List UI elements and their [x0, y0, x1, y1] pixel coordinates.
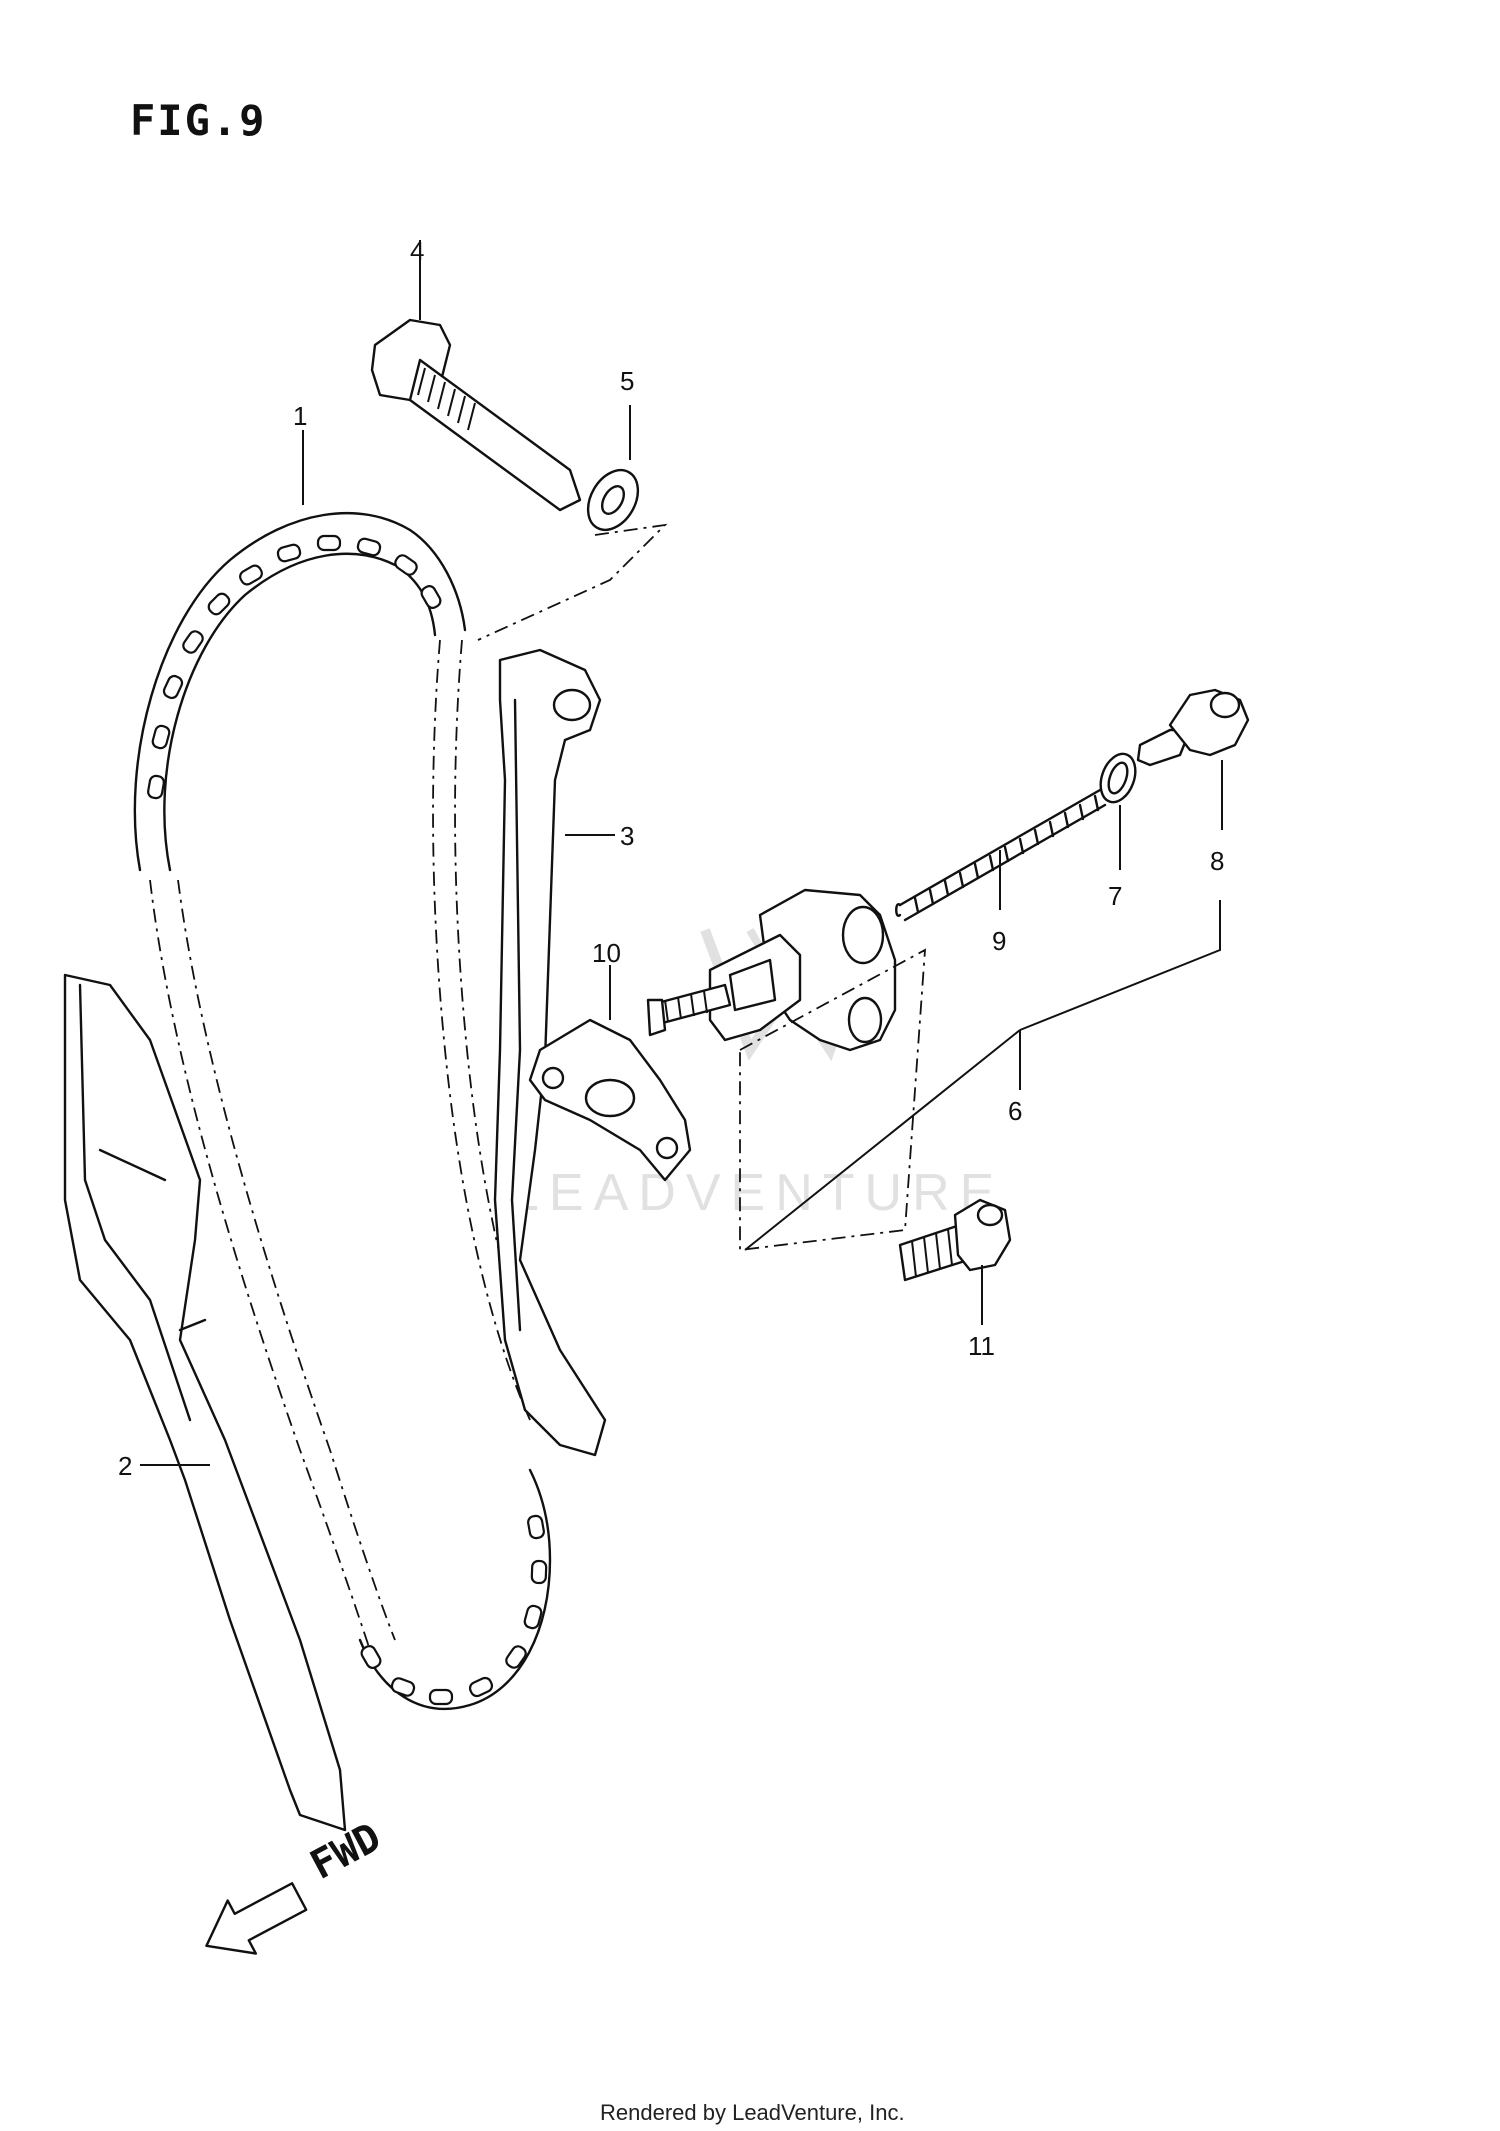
cam-chain-part[interactable]: 1 [133, 401, 553, 1711]
bolt-11-thread [911, 1228, 953, 1278]
callout-6: 6 [1008, 1096, 1022, 1126]
guide-bolt-part[interactable]: 4 [370, 236, 582, 512]
bolt-thread [417, 367, 476, 431]
callout-1: 1 [293, 401, 307, 431]
chain-links-bottom [360, 1514, 548, 1706]
callout-7: 7 [1108, 881, 1122, 911]
fwd-indicator: FWD [205, 1814, 388, 1955]
callout-2: 2 [118, 1451, 132, 1481]
o-ring-part[interactable]: 7 [1094, 749, 1141, 911]
fwd-label: FWD [303, 1814, 388, 1889]
callout-9: 9 [992, 926, 1006, 956]
washer-part[interactable]: 5 [477, 366, 668, 641]
figure-title: FIG.9 [130, 96, 266, 145]
plunger-thread [664, 990, 708, 1023]
callout-8: 8 [1210, 846, 1224, 876]
arrow-left-down-icon [205, 1882, 308, 1955]
callout-5: 5 [620, 366, 634, 396]
footer-credit: Rendered by LeadVenture, Inc. [600, 2100, 905, 2125]
gasket-part[interactable]: 10 [528, 938, 692, 1182]
callout-10: 10 [592, 938, 621, 968]
cap-bolt-part[interactable]: 8 [1136, 688, 1250, 876]
spring-part[interactable]: 9 [895, 788, 1107, 956]
callout-4: 4 [410, 236, 424, 266]
chain-links-top [147, 534, 442, 800]
tensioner-bolt-part[interactable]: 11 [898, 1198, 1012, 1361]
spring-coils [898, 788, 1107, 922]
callout-11: 11 [968, 1331, 995, 1361]
chain-guide-front-part[interactable]: 2 [63, 973, 347, 1832]
chain-guide-rear-part[interactable]: 3 [493, 648, 634, 1457]
watermark-text: LEADVENTURE [510, 1164, 1004, 1222]
callout-3: 3 [620, 821, 634, 851]
tensioner-assy-part[interactable]: 6 [646, 888, 1221, 1252]
